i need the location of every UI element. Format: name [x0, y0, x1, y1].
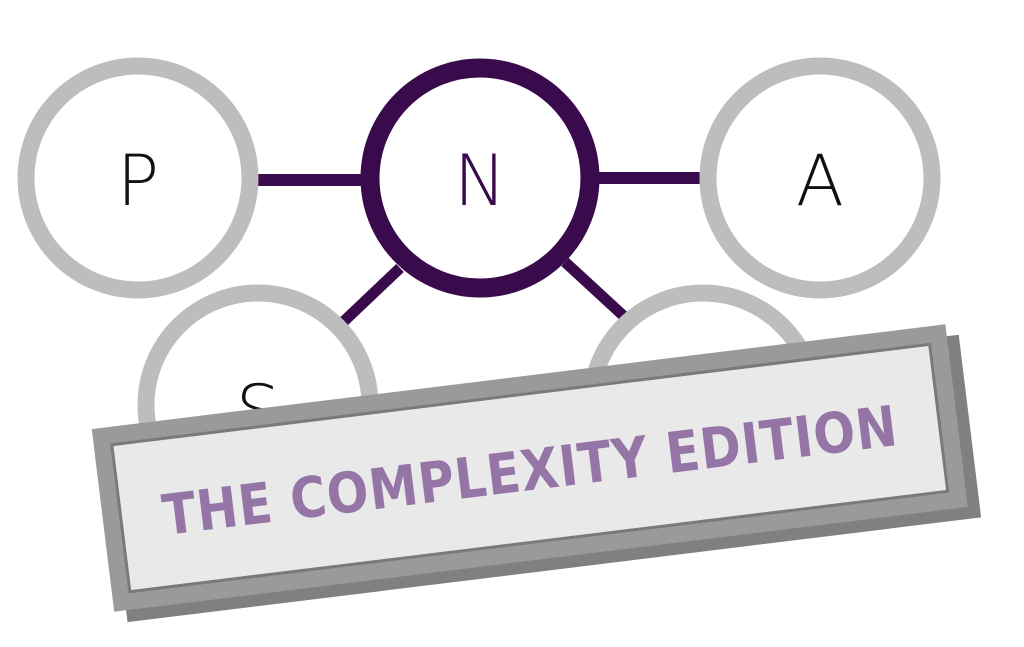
- node-a-label: A: [796, 140, 844, 222]
- stamp-frame-inner: [110, 342, 950, 594]
- node-a-ring: [699, 57, 941, 299]
- complexity-edition-stamp: THE COMPLEXITY EDITION: [91, 324, 982, 623]
- connector-n-s-right: [561, 257, 632, 325]
- node-n-ring: [360, 58, 600, 298]
- node-p-label: P: [117, 140, 159, 222]
- node-n-label: N: [454, 140, 506, 222]
- stamp-panel: [111, 344, 948, 592]
- connector-n-s-left: [336, 264, 404, 329]
- node-p-ring: [17, 57, 259, 299]
